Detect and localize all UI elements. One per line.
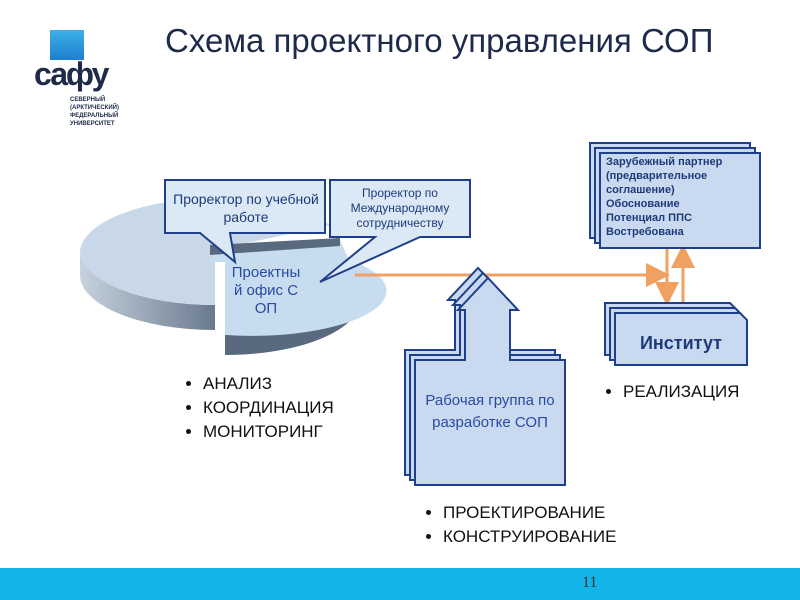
partner-line: Потенциал ППС bbox=[606, 212, 692, 224]
footer-bar bbox=[0, 568, 800, 600]
partner-box-text: Зарубежный партнер (предварительное согл… bbox=[606, 155, 756, 239]
bottom-bullet-list: ПРОЕКТИРОВАНИЕ КОНСТРУИРОВАНИЕ bbox=[423, 501, 635, 549]
pie-label-project-office: Проектный офис СОП bbox=[231, 264, 301, 317]
left-bullet-list: АНАЛИЗ КООРДИНАЦИЯ МОНИТОРИНГ bbox=[183, 372, 353, 444]
partner-line: Обоснование bbox=[606, 198, 680, 210]
bullet-coordination: КООРДИНАЦИЯ bbox=[203, 396, 353, 420]
partner-line: (предварительное bbox=[606, 170, 708, 182]
partner-line: Востребована bbox=[606, 226, 684, 238]
bullet-implementation: РЕАЛИЗАЦИЯ bbox=[623, 380, 800, 404]
page-title: Схема проектного управления СОП bbox=[165, 22, 714, 59]
working-group-shape bbox=[404, 266, 566, 486]
partner-line: соглашение) bbox=[606, 184, 675, 196]
callout-vice-rector-education: Проректор по учебной работе bbox=[173, 191, 319, 225]
institute-box-shape bbox=[604, 302, 748, 366]
partner-line: Зарубежный партнер bbox=[606, 156, 723, 168]
bullet-construction: КОНСТРУИРОВАНИЕ bbox=[443, 525, 635, 549]
bullet-monitoring: МОНИТОРИНГ bbox=[203, 420, 353, 444]
institute-label: Институт bbox=[639, 333, 722, 353]
callout-vice-rector-international: Проректор по Международному сотрудничест… bbox=[350, 186, 450, 230]
partner-box-shape bbox=[589, 142, 761, 249]
bullet-design: ПРОЕКТИРОВАНИЕ bbox=[443, 501, 635, 525]
callout-shapes bbox=[164, 179, 471, 283]
page-number: 11 bbox=[582, 574, 598, 591]
working-group-label: Рабочая группа по разработке СОП bbox=[425, 392, 555, 431]
right-bullet-list: РЕАЛИЗАЦИЯ bbox=[603, 380, 800, 404]
safu-logo: сафу СЕВЕРНЫЙ (АРКТИЧЕСКИЙ) ФЕДЕРАЛЬНЫЙ … bbox=[30, 30, 120, 150]
logo-book-icon bbox=[50, 30, 84, 60]
bullet-analysis: АНАЛИЗ bbox=[203, 372, 353, 396]
